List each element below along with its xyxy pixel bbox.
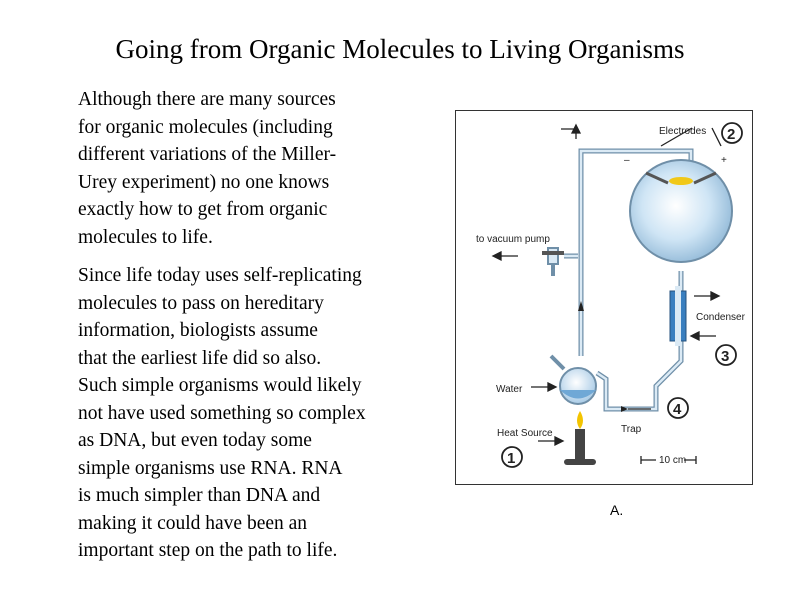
vacuum-label: to vacuum pump [476,234,550,245]
scale-label: 10 cm [659,455,686,466]
heat-source-label: Heat Source [497,428,553,439]
step-4-number: 4 [673,401,682,418]
paragraph-rna: Since life today uses self-replicating m… [78,265,366,561]
slide-title: Going from Organic Molecules to Living O… [115,34,685,64]
spark [669,177,693,185]
minus-label: – [624,155,630,166]
step-3-number: 3 [721,348,729,365]
paragraph-intro: Although there are many sources for orga… [78,89,337,248]
miller-urey-diagram: Electrodes – + to vacuum pump Condenser … [455,110,753,485]
electrodes-label: Electrodes [659,126,706,137]
step-2-number: 2 [727,126,735,143]
step-1-number: 1 [507,450,515,467]
plus-label: + [721,155,727,166]
trap-label: Trap [621,424,642,435]
condenser-label: Condenser [696,312,746,323]
water-label: Water [496,384,523,395]
flame [577,411,583,429]
diagram-caption: A. [610,502,624,518]
water-flask [559,367,597,405]
main-flask [629,159,733,263]
burner-base [564,459,596,465]
